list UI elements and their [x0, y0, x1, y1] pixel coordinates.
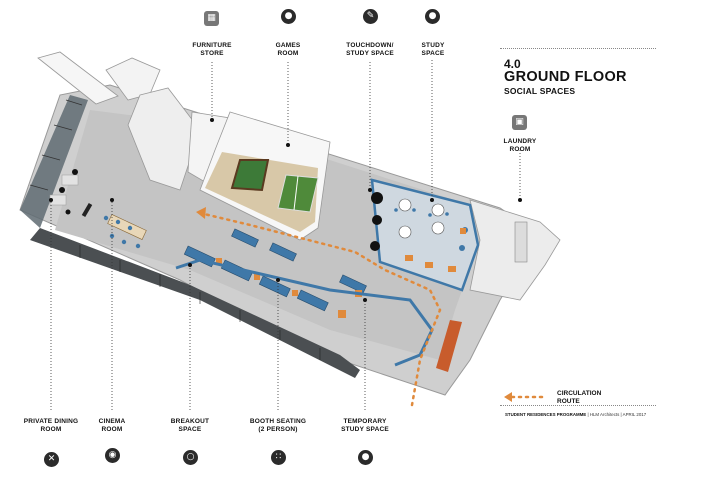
legend-arrow-head: [504, 392, 512, 402]
film-camera-icon: ◉: [105, 448, 120, 463]
glazed-facade: [20, 95, 88, 228]
page-subtitle: SOCIAL SPACES: [504, 86, 576, 96]
person-icon: ●: [425, 9, 440, 24]
table-tennis-table: [277, 174, 319, 213]
study-tables: [398, 198, 445, 239]
washing-machine-icon: ▣: [512, 115, 527, 130]
corridor-edge: [175, 258, 434, 367]
wall-block-mid: [127, 87, 201, 191]
title-rule: [500, 48, 656, 49]
page-title: GROUND FLOOR: [504, 69, 627, 85]
table-tennis-icon: ●: [281, 9, 296, 24]
cinema-screen: [81, 202, 93, 218]
speech-bubble-icon: ○: [183, 450, 198, 465]
laundry-machines: [514, 221, 528, 263]
cutlery-icon: ✕: [44, 452, 59, 467]
person-icon: ●: [358, 450, 373, 465]
label-booth-seating: BOOTH SEATING(2 PERSON): [249, 418, 307, 434]
footer-credit: STUDENT RESIDENCES PROGRAMME | HLM Archi…: [505, 412, 646, 417]
orange-accent-wall: [436, 320, 462, 372]
label-touchdown-study-space: TOUCHDOWN/STUDY SPACE: [346, 42, 394, 58]
footer-programme: STUDENT RESIDENCES PROGRAMME: [505, 412, 587, 417]
snooker-table: [230, 159, 270, 192]
games-room-floor: [205, 152, 318, 232]
touchdown-icon: ✎: [363, 9, 378, 24]
footer-rest: | HLM Architects | APRIL 2017: [586, 412, 647, 417]
furniture-store-icon: ▦: [204, 11, 219, 26]
wall-block-top: [105, 57, 161, 101]
circulation-arrow-head: [196, 207, 206, 219]
circulation-route-path: [198, 211, 442, 407]
two-people-icon: ∷: [271, 450, 286, 465]
footer-rule: [500, 405, 656, 406]
wall-block-left: [37, 51, 119, 105]
title-number: 4.0: [504, 57, 521, 71]
columns: [59, 169, 383, 251]
front-glazing: [30, 228, 360, 378]
